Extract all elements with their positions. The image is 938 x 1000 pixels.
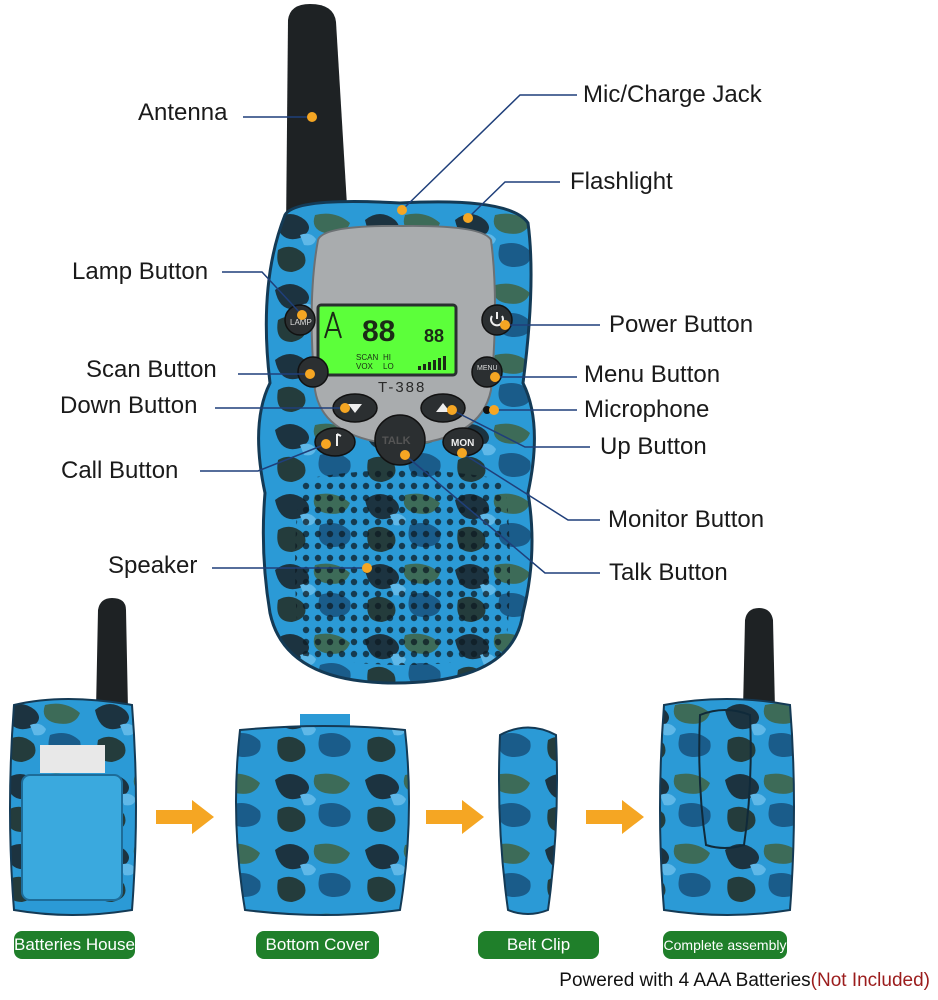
callout-microphone: Microphone	[584, 396, 710, 423]
battery-note-text: Powered with 4 AAA Batteries	[559, 970, 811, 991]
lcd-channel: 88	[362, 315, 395, 348]
mon-label: MON	[451, 438, 474, 449]
lcd-subchannel: 88	[424, 326, 444, 346]
callout-lamp-button: Lamp Button	[72, 258, 209, 285]
arrow-icon	[586, 800, 644, 834]
up-arrow-icon	[436, 403, 450, 412]
step-label-belt-clip: Belt Clip	[478, 931, 599, 959]
signal-bars-icon	[418, 356, 446, 370]
microphone-hole	[483, 406, 491, 414]
callout-line-call	[200, 443, 327, 472]
lamp-button	[284, 304, 316, 336]
lcd-lo: LO	[383, 362, 394, 371]
complete-assembly-clip	[698, 709, 752, 849]
callout-up-button: Up Button	[600, 433, 707, 460]
callout-menu-button: Menu Button	[584, 361, 721, 388]
power-icon	[490, 312, 504, 327]
antenna-signal-icon	[324, 311, 342, 339]
callout-talk-button: Talk Button	[609, 559, 728, 586]
battery-compartment	[21, 774, 123, 901]
step-label-complete-assembly: Complete assembly	[663, 931, 787, 959]
lamp-label: LAMP	[290, 318, 312, 327]
callout-mic-charge-jack: Mic/Charge Jack	[583, 81, 762, 108]
belt-clip	[498, 726, 558, 915]
talk-label: TALK	[382, 435, 411, 447]
callout-call-button: Call Button	[61, 457, 179, 484]
arrow-icon	[426, 800, 484, 834]
batteries-house-antenna	[96, 598, 128, 710]
callout-line-flashlight	[467, 181, 560, 219]
callout-monitor-button: Monitor Button	[608, 506, 765, 533]
callout-antenna: Antenna	[138, 99, 228, 126]
music-note-icon	[336, 433, 342, 446]
callout-speaker: Speaker	[108, 552, 198, 579]
callout-power-button: Power Button	[609, 311, 754, 338]
callout-lines	[200, 94, 600, 574]
battery-note: Powered with 4 AAA Batteries(Not Include…	[559, 970, 930, 992]
speaker-grille	[295, 470, 510, 665]
battery-note-not-included: (Not Included)	[810, 970, 930, 991]
step-label-bottom-cover: Bottom Cover	[256, 931, 379, 959]
bottom-cover	[235, 725, 410, 916]
menu-label: MENU	[477, 365, 498, 372]
callout-scan-button: Scan Button	[86, 356, 217, 383]
callout-down-button: Down Button	[60, 392, 198, 419]
lcd-scan: SCAN	[356, 353, 378, 362]
callout-line-up	[451, 409, 590, 448]
lcd-vox: VOX	[356, 362, 374, 371]
model-label: T-388	[378, 379, 426, 396]
call-button	[314, 427, 356, 457]
down-arrow-icon	[348, 404, 362, 413]
step-label-batteries-house: Batteries House	[14, 931, 135, 959]
callout-line-lamp	[222, 271, 303, 316]
talk-button	[374, 414, 426, 466]
menu-button	[471, 356, 503, 388]
callout-line-mic	[401, 94, 577, 211]
lcd-screen	[316, 303, 458, 377]
antenna	[286, 4, 348, 232]
callout-line-talk	[404, 454, 600, 574]
callout-flashlight: Flashlight	[570, 168, 673, 195]
callout-dots	[297, 112, 510, 573]
lcd-hi: HI	[383, 353, 391, 362]
power-button	[481, 304, 513, 336]
arrow-icon	[156, 800, 214, 834]
callout-line-monitor	[461, 452, 600, 521]
battery-label-sticker	[40, 745, 105, 773]
complete-assembly-antenna	[743, 608, 775, 710]
